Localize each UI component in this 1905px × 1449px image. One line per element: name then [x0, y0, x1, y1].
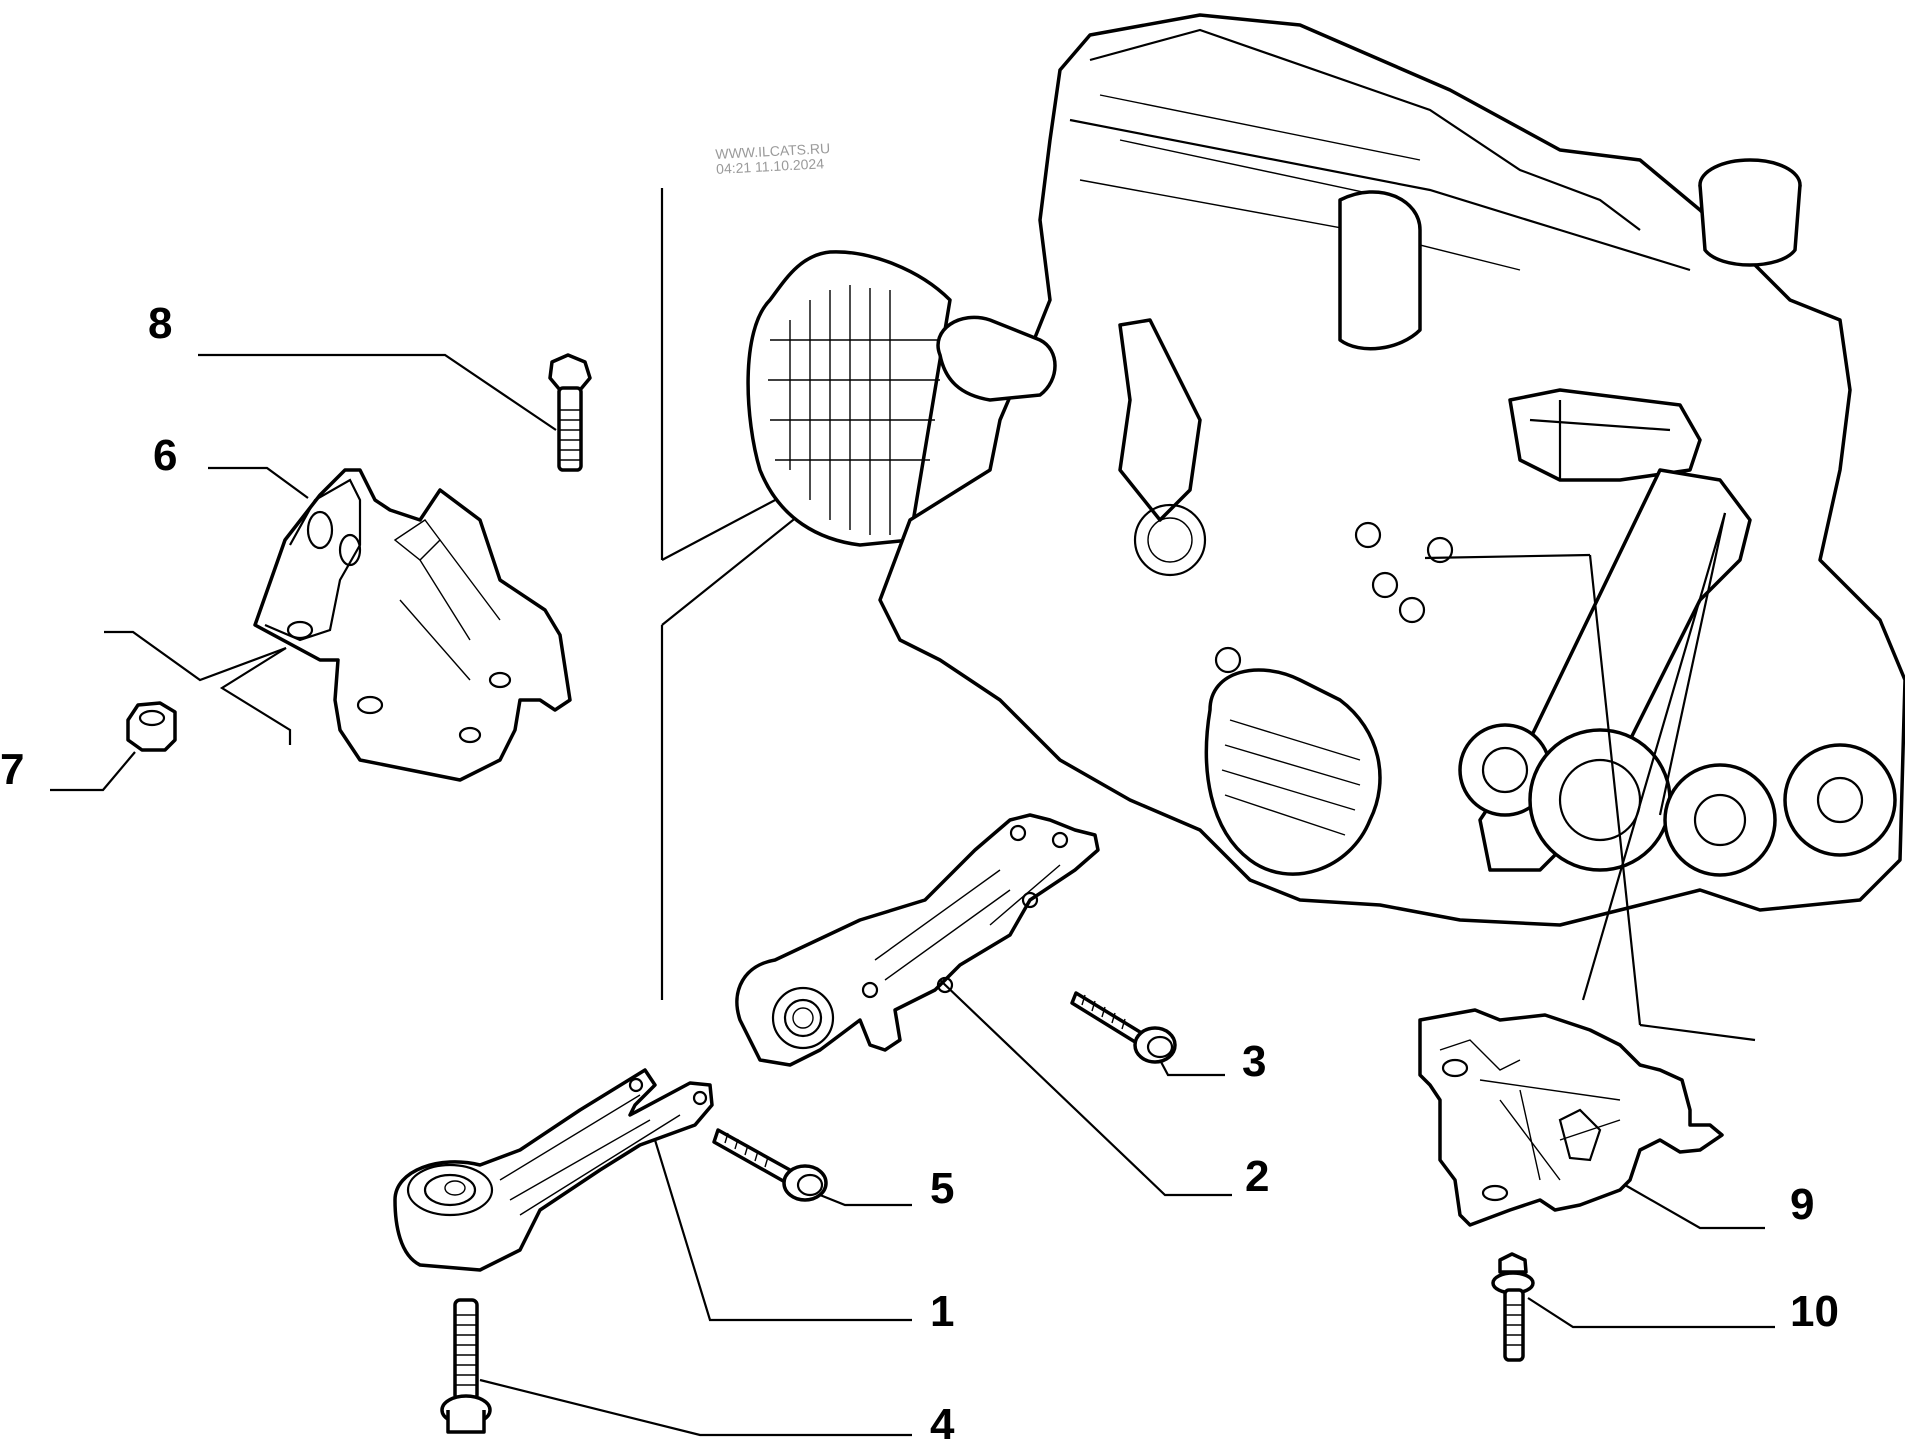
leader-5 [819, 1193, 912, 1207]
callout-5[interactable]: 5 [930, 1164, 955, 1213]
leader-2 [939, 979, 1232, 1197]
engine-assembly [660, 13, 1905, 1042]
part-4-flange-bolt[interactable] [440, 1298, 492, 1434]
leader-9 [1624, 1184, 1765, 1230]
leader-10 [1527, 1297, 1775, 1329]
callout-8[interactable]: 8 [148, 299, 173, 348]
leader-1 [653, 1139, 912, 1322]
callout-6[interactable]: 6 [153, 431, 178, 480]
callout-1[interactable]: 1 [930, 1287, 955, 1336]
part-9-engine-mount[interactable] [1418, 1008, 1724, 1227]
part-1-torque-rod[interactable] [393, 1068, 714, 1272]
part-10-flange-bolt[interactable] [1491, 1252, 1535, 1362]
callout-10[interactable]: 10 [1790, 1287, 1839, 1336]
part-6-mount[interactable] [253, 468, 572, 782]
callout-4[interactable]: 4 [930, 1400, 955, 1449]
part-8-hex-bolt[interactable] [548, 353, 592, 472]
callout-7[interactable]: 7 [0, 745, 25, 794]
watermark: WWW.ILCATS.RU 04:21 11.10.2024 [715, 140, 831, 177]
part-3-flange-bolt[interactable] [1070, 991, 1177, 1064]
part-5-flange-bolt[interactable] [712, 1128, 828, 1202]
part-7-hex-nut[interactable] [126, 701, 177, 752]
leader-3 [1159, 1059, 1225, 1077]
callout-9[interactable]: 9 [1790, 1180, 1815, 1229]
leader-4 [479, 1378, 912, 1437]
part-2-engine-bracket[interactable] [735, 813, 1100, 1067]
callout-2[interactable]: 2 [1245, 1152, 1270, 1201]
callout-3[interactable]: 3 [1242, 1037, 1267, 1086]
